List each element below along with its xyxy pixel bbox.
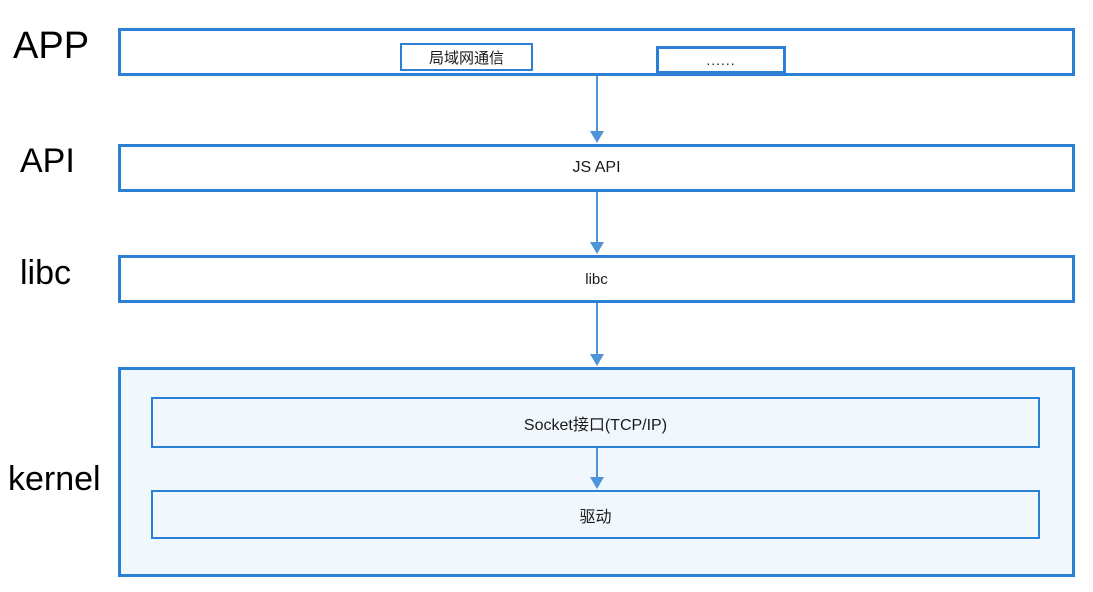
arrow-stem — [596, 76, 598, 134]
arrow-head-icon — [590, 131, 604, 143]
layer-label-kernel: kernel — [8, 460, 101, 498]
arrow-socket-to-driver — [590, 448, 604, 489]
layer-label-api: API — [20, 142, 75, 180]
arrow-head-icon — [590, 242, 604, 254]
arrow-head-icon — [590, 354, 604, 366]
ellipsis-box: ...... — [656, 46, 786, 74]
arrow-libc-to-kernel — [590, 303, 604, 366]
layer-label-libc: libc — [20, 254, 72, 292]
driver-box: 驱动 — [151, 490, 1040, 539]
api-layer-box: JS API — [118, 144, 1075, 192]
arrow-head-icon — [590, 477, 604, 489]
arrow-api-to-libc — [590, 192, 604, 254]
arrow-stem — [596, 448, 598, 480]
app-layer-box — [118, 28, 1075, 76]
socket-interface-box: Socket接口(TCP/IP) — [151, 397, 1040, 448]
layer-label-app: APP — [13, 25, 90, 67]
arrow-app-to-api — [590, 76, 604, 143]
libc-layer-box: libc — [118, 255, 1075, 303]
arrow-stem — [596, 192, 598, 245]
lan-communication-box: 局域网通信 — [400, 43, 533, 71]
arrow-stem — [596, 303, 598, 357]
